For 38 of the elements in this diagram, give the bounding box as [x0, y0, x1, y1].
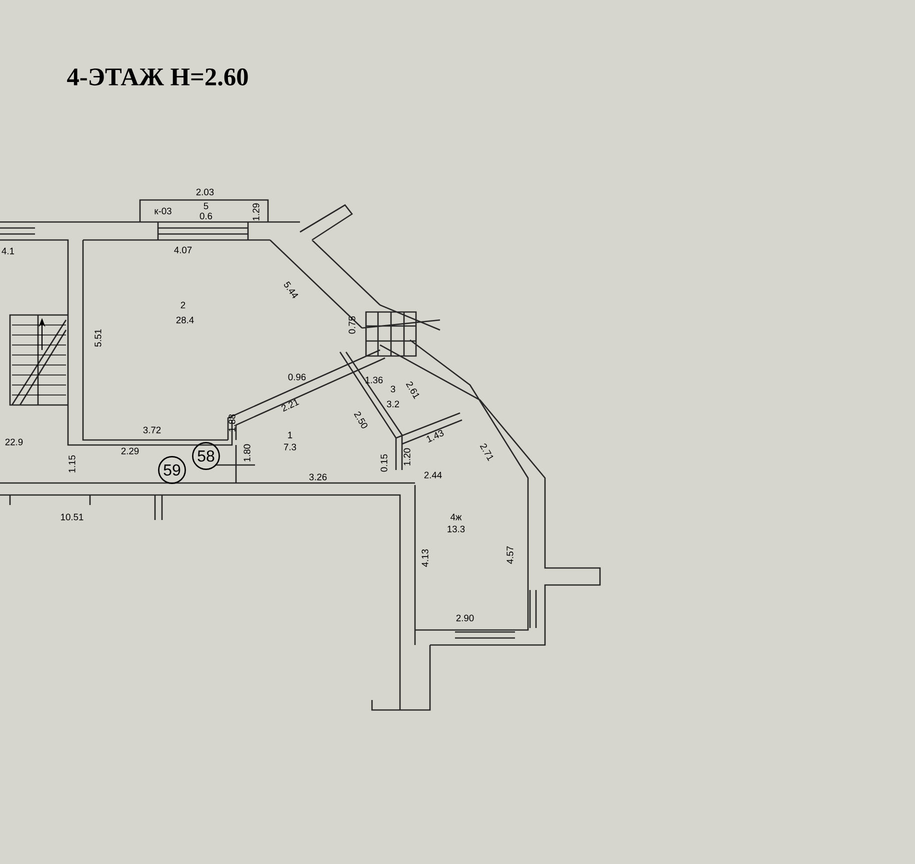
- dimension-label: 2.44: [424, 472, 442, 478]
- dimension-label: 3.26: [309, 474, 327, 480]
- dimension-label: 4ж: [450, 514, 462, 520]
- dimension-label: 3.2: [386, 400, 400, 408]
- dimension-label: 4.57: [506, 546, 514, 564]
- dimension-label: 2.21: [281, 399, 300, 412]
- dimension-label: 5.51: [94, 329, 102, 347]
- dimension-label: 0.96: [288, 374, 306, 380]
- dimension-label: 13.3: [448, 526, 465, 532]
- dimension-label: 10.51: [61, 514, 84, 520]
- dimension-label: 1.29: [252, 203, 260, 220]
- dimension-label: 4.13: [422, 549, 428, 567]
- plan-title: 4-ЭТАЖ Н=2.60: [67, 68, 248, 86]
- dimension-label: 3.72: [143, 426, 161, 434]
- dimension-label: к-03: [154, 208, 172, 214]
- dimension-label: 2: [180, 302, 186, 308]
- dimension-label: 1: [288, 432, 292, 438]
- dimension-label: 28.4: [176, 316, 194, 324]
- callout-number: 59: [158, 456, 186, 484]
- dimension-label: 1.80: [244, 444, 250, 462]
- callout-number: 58: [192, 442, 220, 470]
- dimension-label: 2.90: [456, 614, 474, 622]
- dimension-label: 1.88: [228, 414, 236, 432]
- dimension-label: 4.07: [174, 246, 192, 254]
- dimension-label: 3: [390, 386, 396, 392]
- dimension-label: 0.75: [348, 316, 356, 334]
- dimension-label: 1.15: [68, 455, 76, 472]
- dimension-label: 2.29: [121, 448, 139, 454]
- dimension-label: 2.03: [196, 188, 214, 196]
- dimension-label: 0.15: [380, 454, 388, 472]
- dimension-label: 4.1: [2, 248, 14, 254]
- dimension-label: 1.20: [404, 448, 410, 466]
- dimension-label: 7.3: [284, 444, 296, 450]
- dimension-label: 0.6: [200, 212, 212, 220]
- dimension-label: 5: [204, 202, 208, 210]
- dimension-label: 1.36: [366, 376, 383, 384]
- dimension-label: 22.9: [5, 438, 23, 446]
- dimension-label: 1.43: [426, 430, 444, 442]
